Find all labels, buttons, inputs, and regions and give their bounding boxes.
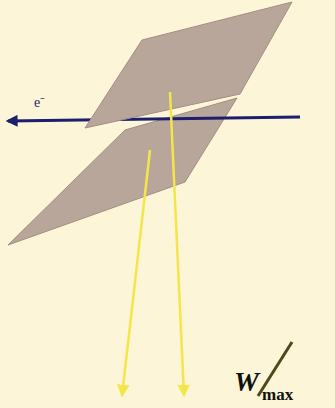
x-ray-arrow <box>170 92 184 396</box>
electron-beam <box>8 117 300 121</box>
x-ray-arrow <box>122 150 150 396</box>
energy-symbol: W <box>234 368 259 396</box>
upper-plate <box>85 2 292 128</box>
energy-subscript: max <box>262 386 293 403</box>
electron-symbol: e⁻ <box>34 96 45 110</box>
